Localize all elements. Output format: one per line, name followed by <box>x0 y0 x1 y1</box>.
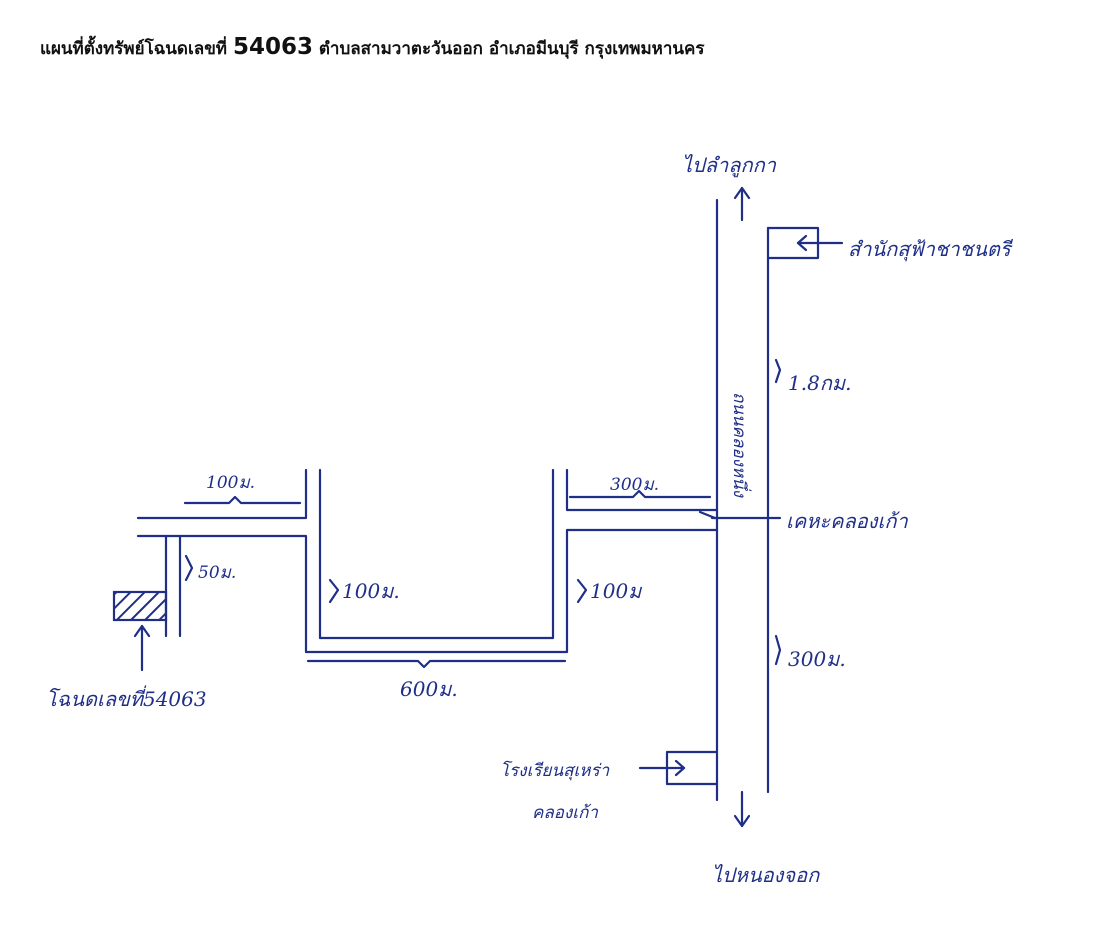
label-school-line1: โรงเรียนสุเหร่า <box>500 760 610 781</box>
label-to-lam-luk-ka: ไปลำลูกกา <box>682 153 777 178</box>
page-title: แผนที่ตั้งทรัพย์โฉนดเลขที่ 54063 ตำบลสาม… <box>40 34 705 62</box>
label-distance-south: 300ม. <box>788 647 846 671</box>
deed-plot <box>112 590 168 672</box>
label-segment-100-top: 100ม. <box>206 473 255 493</box>
soi-road <box>136 468 719 654</box>
junction-marker <box>698 510 782 520</box>
title-suffix: ตำบลสามวาตะวันออก อำเภอมีนบุรี กรุงเทพมห… <box>312 39 705 59</box>
dimension-marks <box>183 358 782 669</box>
school-marker <box>638 750 719 786</box>
arrow-north-icon <box>733 186 751 222</box>
arrow-south-icon <box>733 790 751 828</box>
title-prefix: แผนที่ตั้งทรัพย์โฉนดเลขที่ <box>40 39 233 59</box>
label-segment-600: 600ม. <box>400 677 458 701</box>
label-road-name: ถนนคลองหนึ่ง <box>729 392 752 499</box>
label-distance-north: 1.8กม. <box>788 371 851 395</box>
label-segment-50: 50ม. <box>198 563 236 583</box>
label-office: สำนักสุฟ้าชาชนตรี <box>848 237 1014 262</box>
label-segment-100-middle: 100ม. <box>342 579 400 603</box>
label-school-line2: คลองเก้า <box>532 803 598 823</box>
main-road <box>715 198 770 802</box>
label-to-nong-chok: ไปหนองจอก <box>712 863 820 887</box>
label-segment-300: 300ม. <box>610 475 659 495</box>
label-segment-100-right: 100ม <box>590 579 643 603</box>
label-deed-number: โฉนดเลขที่54063 <box>46 685 207 711</box>
title-deed-number: 54063 <box>232 34 313 60</box>
label-junction: เคหะคลองเก้า <box>786 509 908 533</box>
office-marker <box>766 226 844 260</box>
